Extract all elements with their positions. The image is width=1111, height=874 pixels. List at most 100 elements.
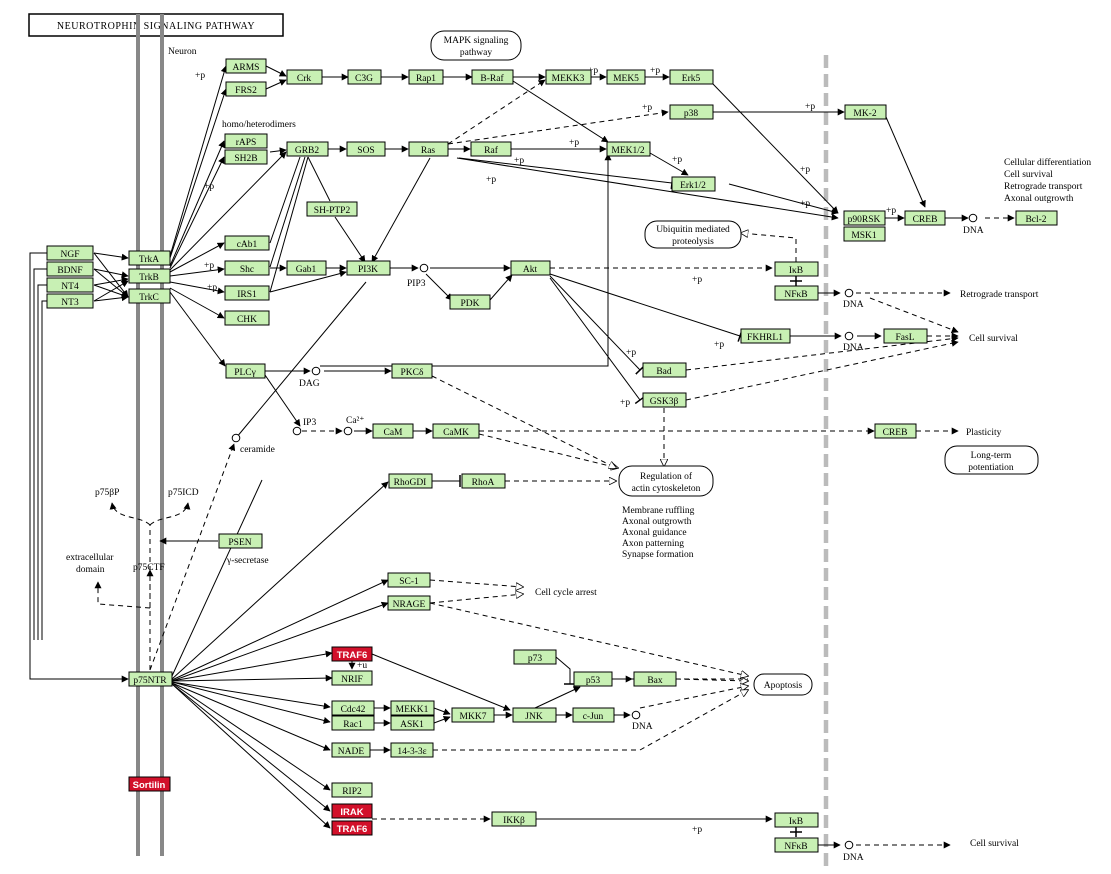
gene-TRAF6-2[interactable]: TRAF6: [331, 820, 373, 836]
gene-Cdc42[interactable]: Cdc42: [331, 700, 375, 716]
gene-MSK1[interactable]: MSK1: [843, 226, 886, 242]
gene-NT4[interactable]: NT4: [46, 277, 94, 293]
svg-text:Ras: Ras: [421, 146, 436, 156]
svg-text:NFκB: NFκB: [784, 842, 807, 852]
gene-CREB-2[interactable]: CREB: [874, 423, 917, 439]
gene-MEKK1[interactable]: MEKK1: [390, 700, 435, 716]
gene-BRaf[interactable]: B-Raf: [471, 69, 514, 85]
gene-p73[interactable]: p73: [513, 649, 557, 665]
gene-Akt[interactable]: Akt: [510, 260, 551, 276]
gene-14-3-3e[interactable]: 14-3-3ε: [390, 742, 434, 758]
gene-Sortilin[interactable]: Sortilin: [128, 776, 171, 792]
svg-text:JNK: JNK: [525, 712, 543, 722]
gene-IRAK[interactable]: IRAK: [331, 803, 373, 819]
gene-GSK3b[interactable]: GSK3β: [642, 392, 687, 408]
gene-FasL[interactable]: FasL: [883, 328, 928, 344]
gene-RhoGDI[interactable]: RhoGDI: [388, 473, 433, 489]
actin-line1: Regulation of: [640, 471, 693, 482]
gene-IkB-2[interactable]: IκB: [774, 812, 819, 828]
svg-text:PSEN: PSEN: [228, 538, 251, 548]
gene-MK2[interactable]: MK-2: [844, 104, 887, 120]
ltp-link[interactable]: [944, 445, 1039, 475]
gene-IKKb[interactable]: IKKβ: [491, 811, 537, 827]
gene-NFkB-1[interactable]: NFκB: [774, 285, 819, 301]
homo-heterodimers-label: homo/heterodimers: [222, 120, 296, 130]
svg-text:MK-2: MK-2: [853, 109, 876, 119]
gene-MEK12[interactable]: MEK1/2: [606, 141, 651, 157]
gene-PKCd[interactable]: PKCδ: [391, 363, 433, 379]
svg-text:MEK1/2: MEK1/2: [611, 146, 645, 156]
gene-TrkC[interactable]: TrkC: [128, 288, 171, 304]
svg-text:Akt: Akt: [523, 265, 538, 275]
gene-SC1[interactable]: SC-1: [387, 572, 431, 588]
gene-PSEN[interactable]: PSEN: [218, 533, 263, 549]
gene-PI3K[interactable]: PI3K: [346, 260, 391, 276]
gene-GRB2[interactable]: GRB2: [286, 141, 329, 157]
gene-cAb1[interactable]: cAb1: [224, 235, 270, 251]
gene-NRAGE[interactable]: NRAGE: [387, 595, 431, 611]
gene-p75NTR[interactable]: p75NTR: [128, 671, 173, 687]
gene-NADE[interactable]: NADE: [331, 742, 371, 758]
gene-p90RSK[interactable]: p90RSK: [843, 210, 886, 226]
gene-CHK[interactable]: CHK: [224, 310, 270, 326]
svg-text:MSK1: MSK1: [851, 231, 877, 241]
gene-Shc[interactable]: Shc: [224, 260, 270, 276]
extracellular-label: extracellular: [66, 553, 114, 563]
gene-NT3[interactable]: NT3: [46, 293, 94, 309]
gene-TRAF6-1[interactable]: TRAF6: [331, 646, 373, 662]
apoptosis-link[interactable]: [753, 673, 813, 696]
actin-cytoskeleton-link[interactable]: [618, 465, 714, 497]
gene-NFkB-2[interactable]: NFκB: [774, 837, 819, 853]
gene-rAPS[interactable]: rAPS: [224, 133, 268, 149]
gene-TrkA[interactable]: TrkA: [128, 250, 171, 266]
gene-MEK5[interactable]: MEK5: [606, 69, 646, 85]
gene-p38[interactable]: p38: [669, 104, 714, 120]
gene-TrkB[interactable]: TrkB: [128, 268, 171, 284]
gene-PLCy[interactable]: PLCγ: [225, 363, 266, 379]
gene-NGF[interactable]: NGF: [46, 245, 94, 261]
gene-Rac1[interactable]: Rac1: [331, 715, 375, 731]
gene-CaM[interactable]: CaM: [372, 423, 414, 439]
gene-MEKK3[interactable]: MEKK3: [545, 69, 592, 85]
gene-Erk12[interactable]: Erk1/2: [671, 176, 716, 192]
gene-Rap1[interactable]: Rap1: [408, 69, 444, 85]
gene-Crk[interactable]: Crk: [286, 69, 323, 85]
gene-JNK[interactable]: JNK: [512, 707, 557, 723]
gene-cJun[interactable]: c-Jun: [572, 707, 615, 723]
mapk-pathway-link[interactable]: [430, 30, 522, 61]
gene-CREB[interactable]: CREB: [904, 210, 946, 226]
gene-BDNF[interactable]: BDNF: [46, 261, 94, 277]
gene-C3G[interactable]: C3G: [347, 69, 382, 85]
gene-SH2B[interactable]: SH2B: [224, 149, 268, 165]
gene-Gab1[interactable]: Gab1: [286, 260, 327, 276]
gene-p53[interactable]: p53: [573, 671, 613, 687]
gene-Bad[interactable]: Bad: [642, 362, 687, 378]
gene-FKHRL1[interactable]: FKHRL1: [740, 328, 791, 344]
gene-Erk5[interactable]: Erk5: [669, 69, 714, 85]
gene-IRS1[interactable]: IRS1: [224, 285, 270, 301]
gene-PDK[interactable]: PDK: [449, 294, 491, 310]
gene-IkB-1[interactable]: IκB: [774, 261, 819, 277]
gene-nodes[interactable]: NGF BDNF NT4 NT3 TrkA TrkB TrkC p75NTR S…: [46, 58, 1058, 853]
gene-NRIF[interactable]: NRIF: [331, 670, 373, 686]
dna-node-3: [844, 331, 854, 341]
gene-FRS2[interactable]: FRS2: [225, 81, 267, 97]
gene-ARMS[interactable]: ARMS: [225, 58, 267, 74]
gene-MKK7[interactable]: MKK7: [451, 707, 495, 723]
p-label-8: +p: [805, 102, 815, 112]
gene-SHPTP2[interactable]: SH-PTP2: [306, 201, 358, 217]
gene-RhoA[interactable]: RhoA: [461, 473, 506, 489]
svg-text:CREB: CREB: [913, 215, 938, 225]
gene-ASK1[interactable]: ASK1: [390, 715, 435, 731]
gene-RIP2[interactable]: RIP2: [331, 782, 373, 798]
svg-text:PLCγ: PLCγ: [234, 368, 256, 378]
gene-Raf[interactable]: Raf: [470, 141, 512, 157]
dna-node-1: [968, 213, 978, 223]
gene-CaMK[interactable]: CaMK: [432, 423, 480, 439]
ubiquitin-pathway-link[interactable]: [644, 220, 742, 249]
gene-SOS[interactable]: SOS: [346, 141, 386, 157]
gene-Bax[interactable]: Bax: [633, 671, 677, 687]
svg-text:SOS: SOS: [357, 146, 374, 156]
gene-Ras[interactable]: Ras: [408, 141, 449, 157]
gene-Bcl2[interactable]: Bcl-2: [1015, 210, 1058, 226]
